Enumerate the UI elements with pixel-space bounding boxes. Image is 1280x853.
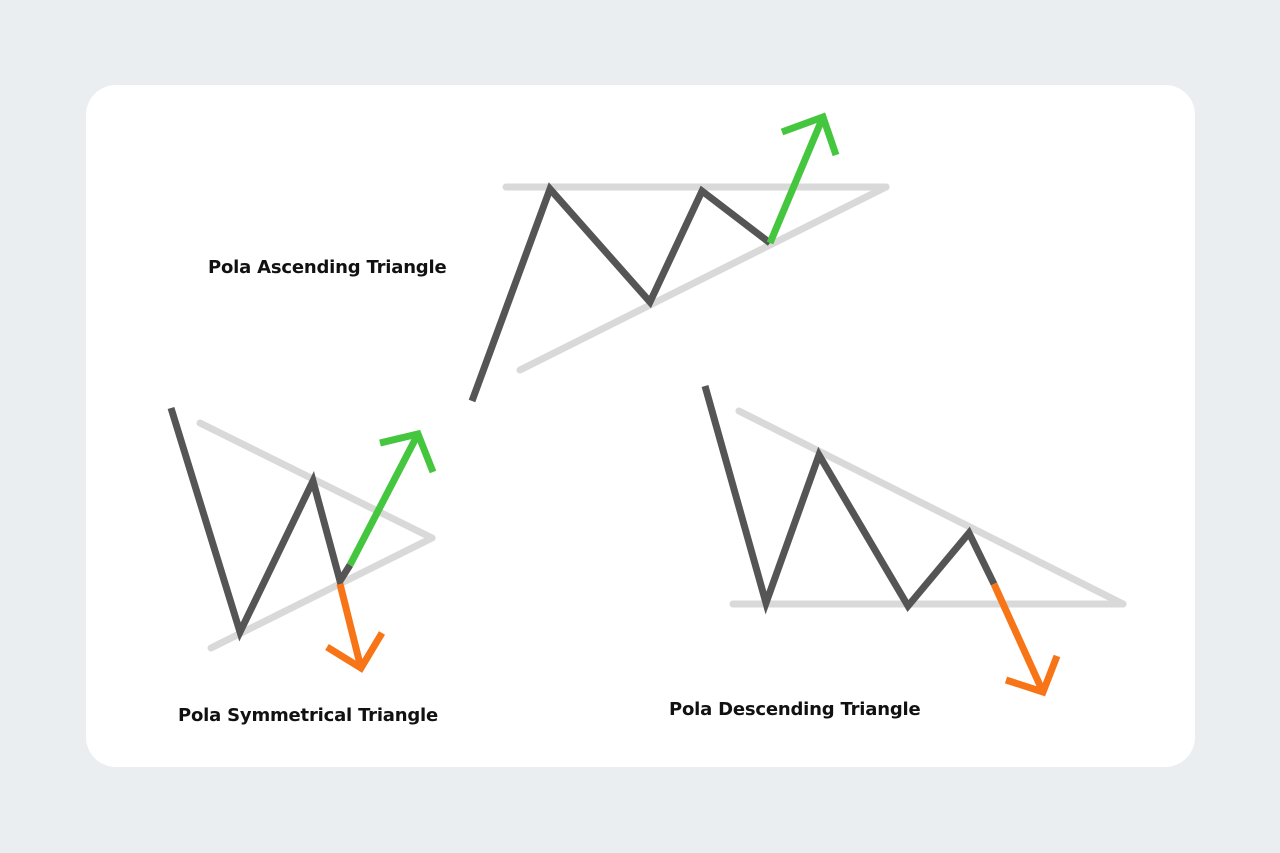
ascending-breakout-arrowhead-icon: [780, 112, 840, 157]
descending-triangle-label: Pola Descending Triangle: [669, 699, 921, 720]
descending-triangle: [701, 385, 1127, 697]
ascending-triangle: [468, 112, 890, 403]
symmetrical-triangle: [167, 406, 437, 673]
ascending-triangle-label: Pola Ascending Triangle: [208, 257, 447, 278]
descending-breakout-arrowhead-icon: [1004, 654, 1061, 697]
symmetrical-lower-line: [207, 534, 436, 652]
symmetrical-price-line: [167, 406, 353, 642]
diagram-card: [86, 85, 1195, 767]
symmetrical-breakout-down-arrowhead-icon: [325, 631, 386, 673]
symmetrical-triangle-label: Pola Symmetrical Triangle: [178, 705, 439, 726]
descending-resistance-line: [735, 407, 1127, 608]
ascending-price-line: [468, 182, 773, 403]
symmetrical-breakout-up-arrowhead-icon: [379, 429, 437, 474]
symmetrical-breakout-down-line: [336, 583, 365, 669]
ascending-breakout-line: [766, 115, 827, 245]
descending-breakout-line: [990, 582, 1047, 694]
descending-price-line: [701, 385, 998, 615]
ascending-support-line: [516, 183, 890, 374]
symmetrical-breakout-up-line: [346, 432, 422, 567]
